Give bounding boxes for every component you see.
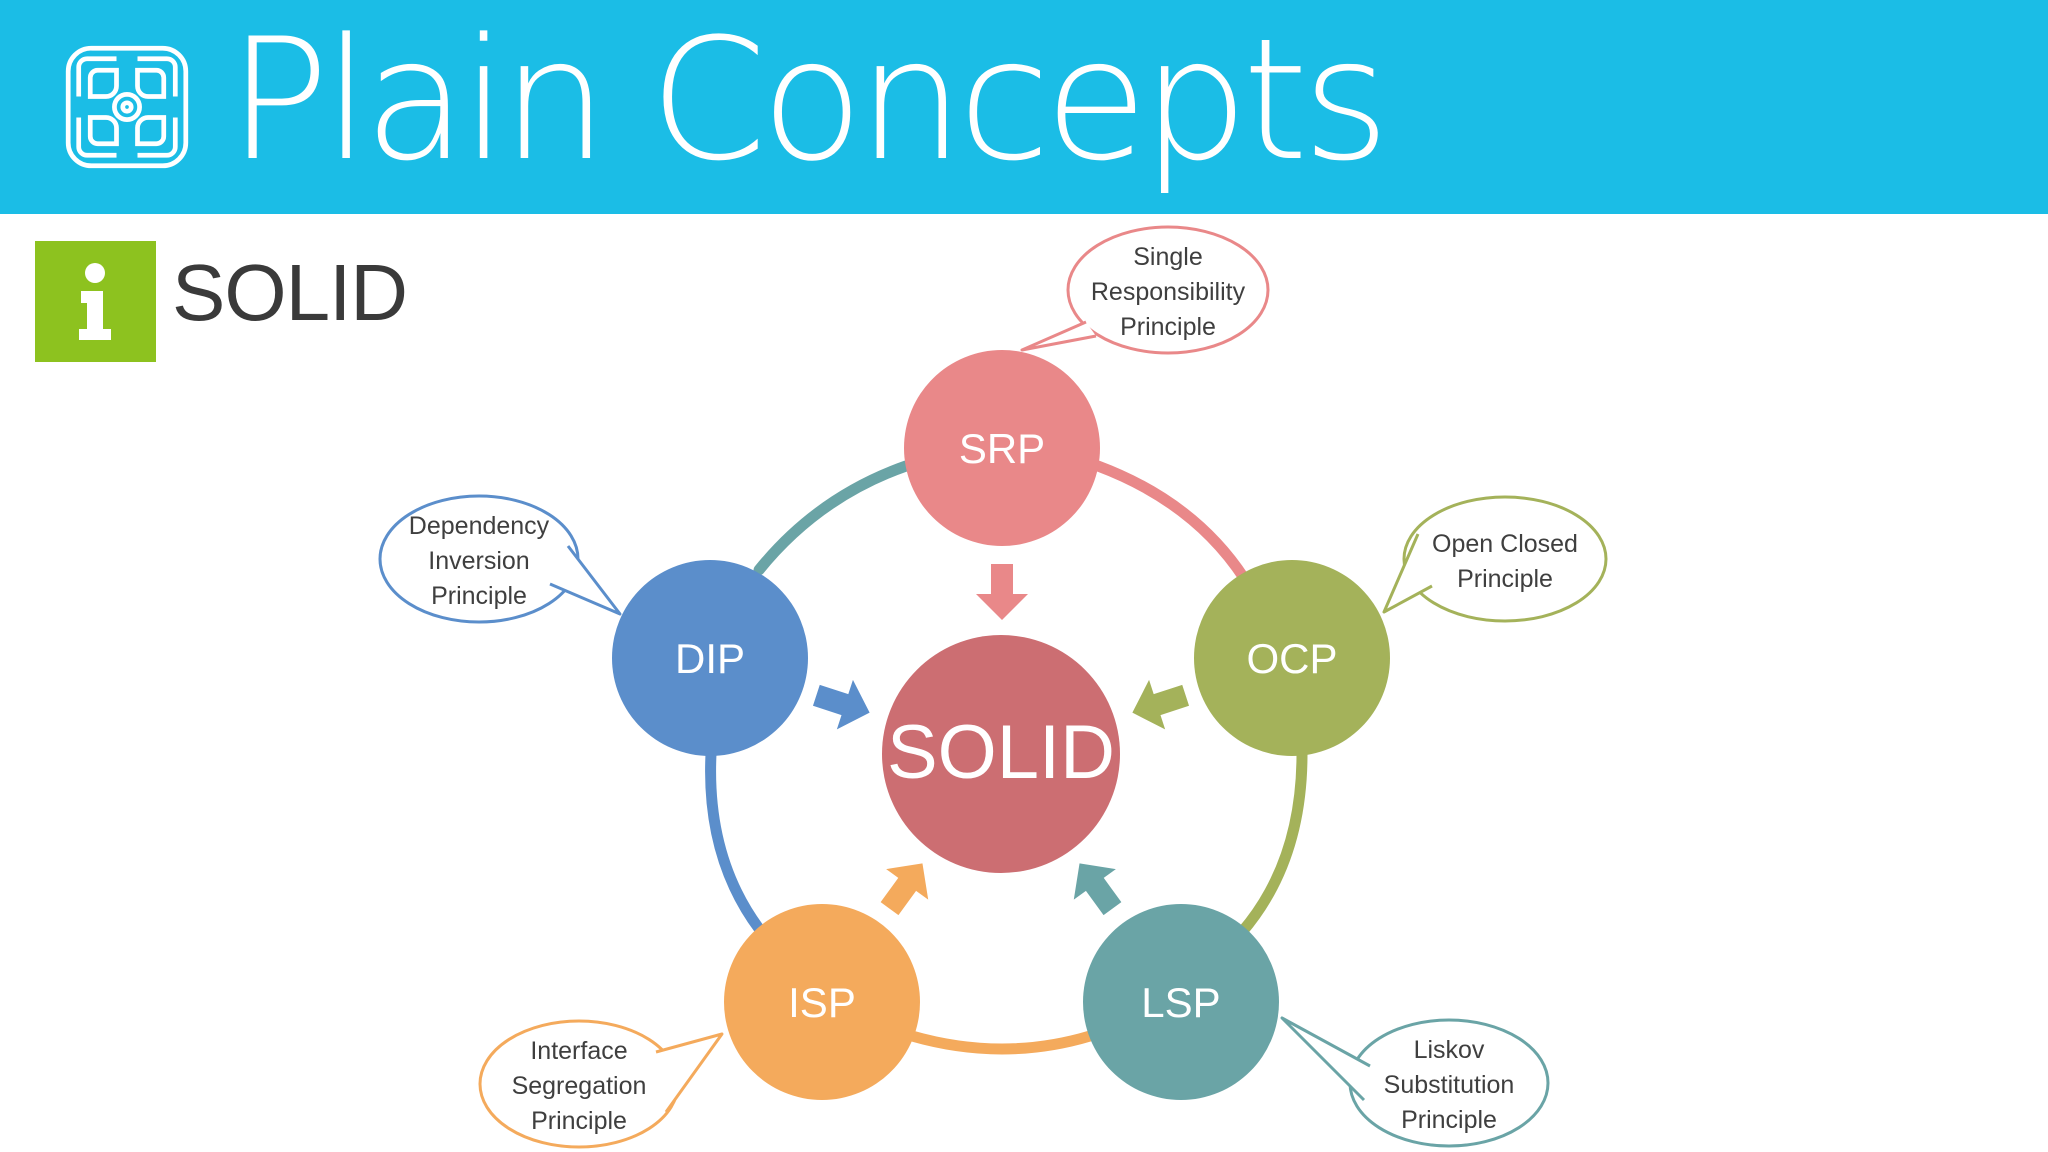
bubble-ocp-line-1: Open Closed [1432, 530, 1578, 558]
arrow-dip-to-solid [812, 679, 870, 730]
bubble-ocp-line-2: Principle [1457, 565, 1553, 593]
ring-arc-srp-ocp [1092, 460, 1250, 584]
bubble-lsp-line-3: Principle [1401, 1106, 1497, 1134]
bubble-dip-line-1: Dependency [409, 512, 550, 540]
bubble-dip-line-2: Inversion [428, 547, 529, 575]
center-label: SOLID [887, 710, 1115, 795]
node-label-isp: ISP [788, 979, 856, 1026]
arrow-ocp-to-solid [1132, 679, 1190, 730]
ring-arc-ocp-lsp [1236, 748, 1308, 938]
bubble-srp-line-3: Principle [1120, 313, 1216, 341]
arrow-lsp-to-solid [1073, 863, 1122, 916]
center-node: SOLID [882, 635, 1120, 873]
bubble-dip-line-3: Principle [431, 582, 527, 610]
bubble-srp-line-1: Single [1133, 243, 1203, 271]
node-label-srp: SRP [959, 425, 1045, 472]
arrow-isp-to-solid [880, 863, 929, 916]
node-dip: DIP [612, 560, 808, 756]
bubble-lsp-line-1: Liskov [1414, 1036, 1485, 1064]
bubble-srp-line-2: Responsibility [1091, 278, 1246, 306]
bubble-lsp-line-2: Substitution [1384, 1071, 1515, 1099]
brand-name: Plain Concepts [228, 2, 1390, 198]
bubble-isp-line-1: Interface [530, 1037, 627, 1065]
bubble-isp-line-2: Segregation [512, 1072, 647, 1100]
node-label-ocp: OCP [1246, 635, 1337, 682]
node-isp: ISP [724, 904, 920, 1100]
plain-concepts-logo-icon [65, 45, 189, 169]
header-bar: Plain Concepts [0, 0, 2048, 214]
node-label-lsp: LSP [1141, 979, 1220, 1026]
arrow-srp-to-solid [976, 564, 1028, 620]
ring-arc-dip-srp [753, 460, 912, 576]
info-tile [35, 241, 156, 362]
slide-title: SOLID [172, 248, 408, 337]
ring-arc-lsp-isp [906, 1030, 1096, 1055]
node-lsp: LSP [1083, 904, 1279, 1100]
bubble-isp-line-3: Principle [531, 1107, 627, 1135]
node-ocp: OCP [1194, 560, 1390, 756]
node-srp: SRP [904, 350, 1100, 546]
node-label-dip: DIP [675, 635, 745, 682]
info-icon [79, 263, 111, 340]
ring-arc-isp-dip [705, 748, 766, 936]
